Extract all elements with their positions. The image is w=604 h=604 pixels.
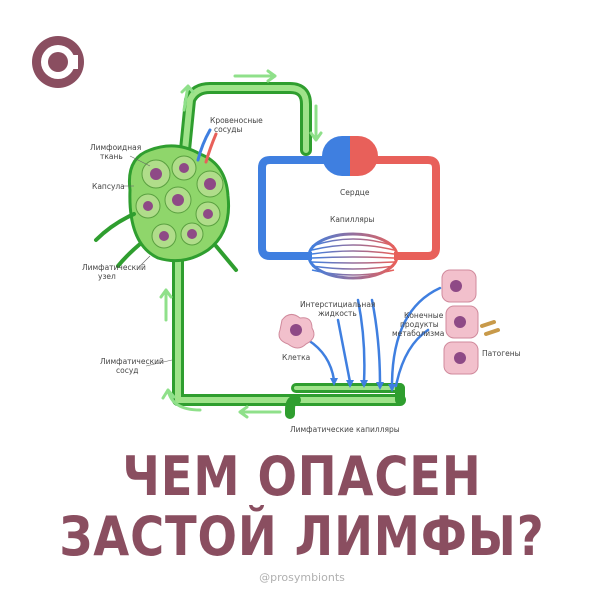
brand-c-logo (32, 36, 84, 88)
label-lymphoid-tissue-2: ткань (100, 152, 123, 161)
label-interstitial-fluid-1: Интерстициальная (300, 300, 375, 309)
lymphatic-vessel-loop (172, 82, 406, 419)
arrow-up-icon (159, 288, 173, 322)
label-metabolic-products-3: метаболизма (392, 329, 444, 338)
lymphatic-system-diagram: Кровеносные сосуды Лимфоидная ткань Капс… (32, 36, 521, 434)
heart (322, 136, 378, 176)
label-metabolic-products-1: Конечные (404, 311, 444, 320)
pathogens (480, 320, 500, 336)
label-lymph-node-1: Лимфатический (82, 263, 146, 272)
label-lymphoid-tissue-1: Лимфоидная (90, 143, 141, 152)
label-heart: Сердце (340, 188, 370, 197)
label-pathogens: Патогены (482, 349, 521, 358)
arrow-up-icon (180, 84, 195, 112)
arrow-down-icon (309, 104, 323, 142)
label-lymphatic-vessel-2: сосуд (116, 366, 138, 375)
arrow-left-icon (238, 405, 282, 419)
fluid-arrowheads (330, 378, 396, 392)
node-blood-vessels (196, 128, 218, 164)
capillary-bed (307, 232, 399, 280)
headline-line-2: ЗАСТОЙ ЛИМФЫ? (59, 505, 545, 568)
blood-circulation (258, 156, 440, 260)
label-cell: Клетка (282, 353, 310, 362)
label-blood-vessels-2: сосуды (214, 125, 242, 134)
lymph-node (94, 144, 238, 272)
label-lymphatic-capillaries: Лимфатические капилляры (290, 425, 400, 434)
arrow-right-icon (233, 69, 277, 83)
tissue-cells (441, 269, 479, 375)
leader-lines (124, 155, 173, 367)
label-lymph-node-2: узел (98, 272, 116, 281)
fluid-arrows (306, 286, 442, 388)
arrow-curve-icon (161, 388, 202, 412)
headline-line-1: ЧЕМ ОПАСЕН (122, 445, 482, 508)
label-capsule: Капсула (92, 182, 125, 191)
flow-arrows (159, 69, 323, 419)
cell (278, 314, 315, 349)
label-capillaries: Капилляры (330, 215, 375, 224)
label-metabolic-products-2: продукты (400, 320, 439, 329)
social-handle: @prosymbionts (259, 571, 345, 584)
label-blood-vessels-1: Кровеносные (210, 116, 263, 125)
label-interstitial-fluid-2: жидкость (318, 309, 357, 318)
label-lymphatic-vessel-1: Лимфатический (100, 357, 164, 366)
